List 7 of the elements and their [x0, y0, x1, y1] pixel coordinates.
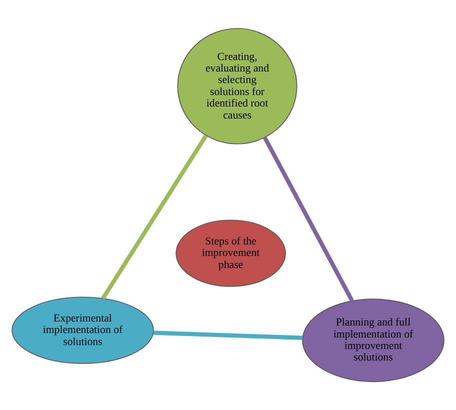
connector	[153, 330, 303, 340]
connector	[101, 134, 208, 300]
node-circle: Creating, evaluating and selecting solutions for identified root causes	[177, 28, 298, 144]
node-ellipse: Planning and full implementation of improvement solutions	[302, 298, 444, 382]
node-ellipse: Steps of the improvement phase	[176, 220, 286, 287]
node-ellipse: Experimental implementation of solutions	[12, 296, 154, 364]
connector	[263, 136, 354, 302]
